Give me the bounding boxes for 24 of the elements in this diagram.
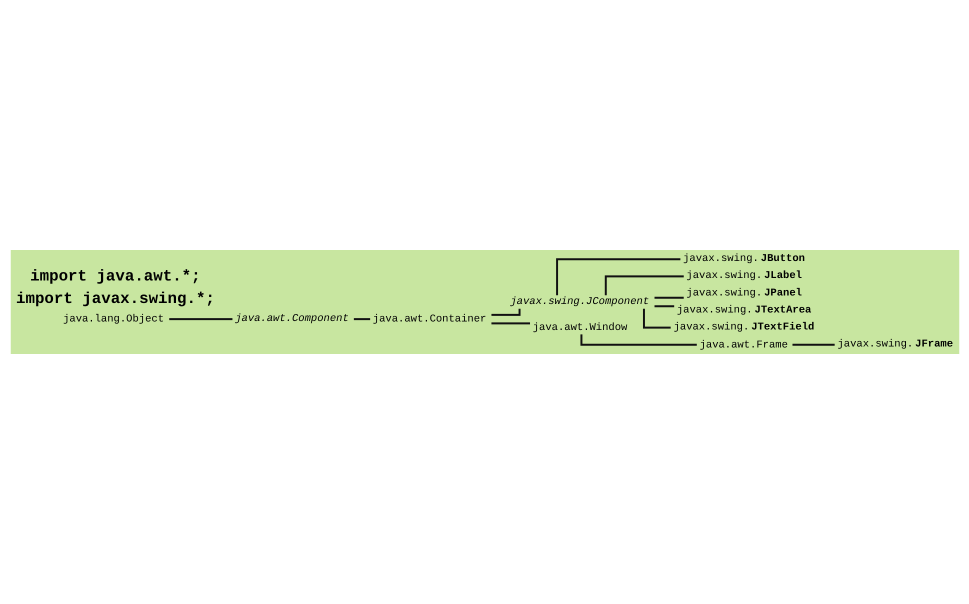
node-text: java.awt.Window	[532, 322, 627, 334]
connector	[556, 258, 680, 296]
connector	[353, 318, 370, 320]
node-text: java.lang.Object	[62, 314, 164, 326]
node-text: javax.swing.JPanel	[686, 287, 802, 300]
connector	[604, 275, 684, 296]
connector	[654, 305, 674, 308]
node-text: javax.swing.JFrame	[836, 338, 953, 351]
node-text: javax.swing.JLabel	[686, 270, 802, 282]
connector	[642, 308, 670, 329]
label: import javax.swing.*;	[16, 290, 214, 308]
node-text: javax.swing.JTextArea	[676, 304, 811, 316]
node-text: javax.swing.JButton	[682, 253, 804, 266]
node-text: java.awt.Frame	[699, 339, 788, 352]
connector	[168, 318, 232, 320]
connector	[490, 308, 520, 316]
label: import java.awt.*;	[30, 267, 200, 286]
node-text: java.awt.Component	[234, 312, 348, 325]
connector	[654, 296, 684, 299]
connector	[792, 344, 834, 346]
node-text: javax.swing.JTextField	[673, 322, 814, 334]
node-text: java.awt.Container	[372, 314, 486, 326]
connector	[490, 322, 530, 324]
node-text: javax.swing.JComponent	[510, 296, 649, 308]
